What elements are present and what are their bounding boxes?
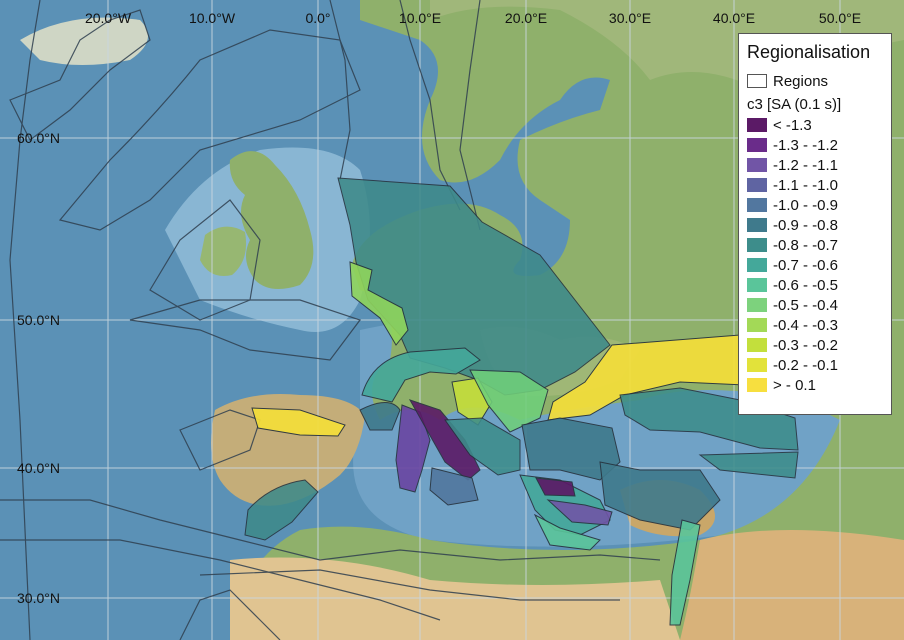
legend-bin-entry: -1.0 - -0.9 [747,195,883,215]
legend-color-swatch [747,138,767,152]
legend-bin-entry: -0.4 - -0.3 [747,315,883,335]
region-outline [129,299,361,361]
legend-color-swatch [747,358,767,372]
region-alps [361,347,481,403]
region-outline [399,0,461,211]
legend-bin-label: -1.1 - -1.0 [773,176,839,194]
region-adriatic [444,417,521,476]
legend-bin-entry: -0.9 - -0.8 [747,215,883,235]
legend-bin-label: -1.2 - -1.1 [773,156,839,174]
great-britain-land [229,151,314,289]
legend-bin-entry: -0.6 - -0.5 [747,275,883,295]
latitude-label: 30.0°N [17,590,60,606]
legend-bin-entry: -0.8 - -0.7 [747,235,883,255]
region-black-sea [619,387,799,451]
legend-bin-label: -0.6 - -0.5 [773,276,839,294]
legend: Regionalisation Regions c3 [SA (0.1 s)] … [738,33,892,415]
legend-bin-entry: > - 0.1 [747,375,883,395]
filled-regions [244,177,799,626]
region-outline [9,9,151,141]
region-caucasus [698,451,799,479]
legend-color-swatch [747,198,767,212]
region-hellenic-outer [533,513,601,551]
legend-color-swatch [747,298,767,312]
region-outline [58,29,361,231]
legend-regions-label: Regions [773,72,829,90]
middle-east-land [680,530,904,640]
legend-color-swatch [747,238,767,252]
regions-outline-swatch [747,74,767,88]
region-outline [9,0,41,640]
latitude-label: 50.0°N [17,312,60,328]
region-pyrenees [251,407,346,437]
legend-bin-label: -0.2 - -0.1 [773,356,839,374]
longitude-label: 20.0°W [84,10,132,26]
legend-color-swatch [747,278,767,292]
region-outline [459,0,481,231]
region-outline [179,589,281,640]
legend-color-swatch [747,158,767,172]
region-outline [0,539,441,621]
legend-bin-label: -0.9 - -0.8 [773,216,839,234]
legend-bin-entry: -0.2 - -0.1 [747,355,883,375]
region-anatolia [599,461,721,531]
region-pannonian [469,369,549,433]
legend-color-swatch [747,338,767,352]
legend-bins: < -1.3 -1.3 - -1.2 -1.2 - -1.1 -1.1 - -1.0 -… [747,115,883,395]
longitude-label: 10.0°W [188,10,236,26]
legend-bin-label: < -1.3 [773,116,812,134]
legend-bin-label: -1.0 - -0.9 [773,196,839,214]
longitude-label: 0.0° [305,10,331,26]
region-outline [329,0,351,181]
region-dead-sea-fault [669,519,701,626]
legend-color-swatch [747,118,767,132]
longitude-label: 40.0°E [712,10,756,26]
latitude-label: 60.0°N [17,130,60,146]
longitude-label: 30.0°E [608,10,652,26]
legend-bin-entry: -0.5 - -0.4 [747,295,883,315]
region-outline [179,409,261,471]
region-ligurian [359,402,401,431]
legend-bin-entry: -0.7 - -0.6 [747,255,883,275]
region-calabria [429,467,479,506]
longitude-label: 50.0°E [818,10,862,26]
region-betics [244,479,319,541]
region-outline [0,499,661,561]
region-hellenic-arc [546,499,613,526]
legend-color-swatch [747,178,767,192]
legend-color-swatch [747,258,767,272]
legend-bin-entry: -1.2 - -1.1 [747,155,883,175]
legend-bin-label: -1.3 - -1.2 [773,136,839,154]
legend-regions-entry: Regions [747,71,883,91]
legend-bin-entry: -0.3 - -0.2 [747,335,883,355]
region-outline [199,569,620,601]
legend-bin-label: > - 0.1 [773,376,816,394]
legend-bin-label: -0.8 - -0.7 [773,236,839,254]
longitude-label: 20.0°E [504,10,548,26]
iceland-land [20,17,148,65]
longitude-label: 10.0°E [398,10,442,26]
legend-bin-entry: < -1.3 [747,115,883,135]
north-africa-land [230,557,680,640]
legend-bin-entry: -1.3 - -1.2 [747,135,883,155]
region-hellenic-deep [535,477,576,497]
legend-bin-label: -0.4 - -0.3 [773,316,839,334]
region-outlines [0,0,661,640]
legend-bin-entry: -1.1 - -1.0 [747,175,883,195]
legend-bin-label: -0.3 - -0.2 [773,336,839,354]
legend-color-swatch [747,318,767,332]
legend-subtitle: c3 [SA (0.1 s)] [747,96,842,113]
legend-color-swatch [747,378,767,392]
region-rhine-graben [349,261,409,346]
legend-title: Regionalisation [747,42,871,62]
region-apennines [408,399,481,481]
legend-bin-label: -0.5 - -0.4 [773,296,839,314]
latitude-label: 40.0°N [17,460,60,476]
legend-bin-label: -0.7 - -0.6 [773,256,839,274]
legend-color-swatch [747,218,767,232]
region-outline [149,199,261,321]
